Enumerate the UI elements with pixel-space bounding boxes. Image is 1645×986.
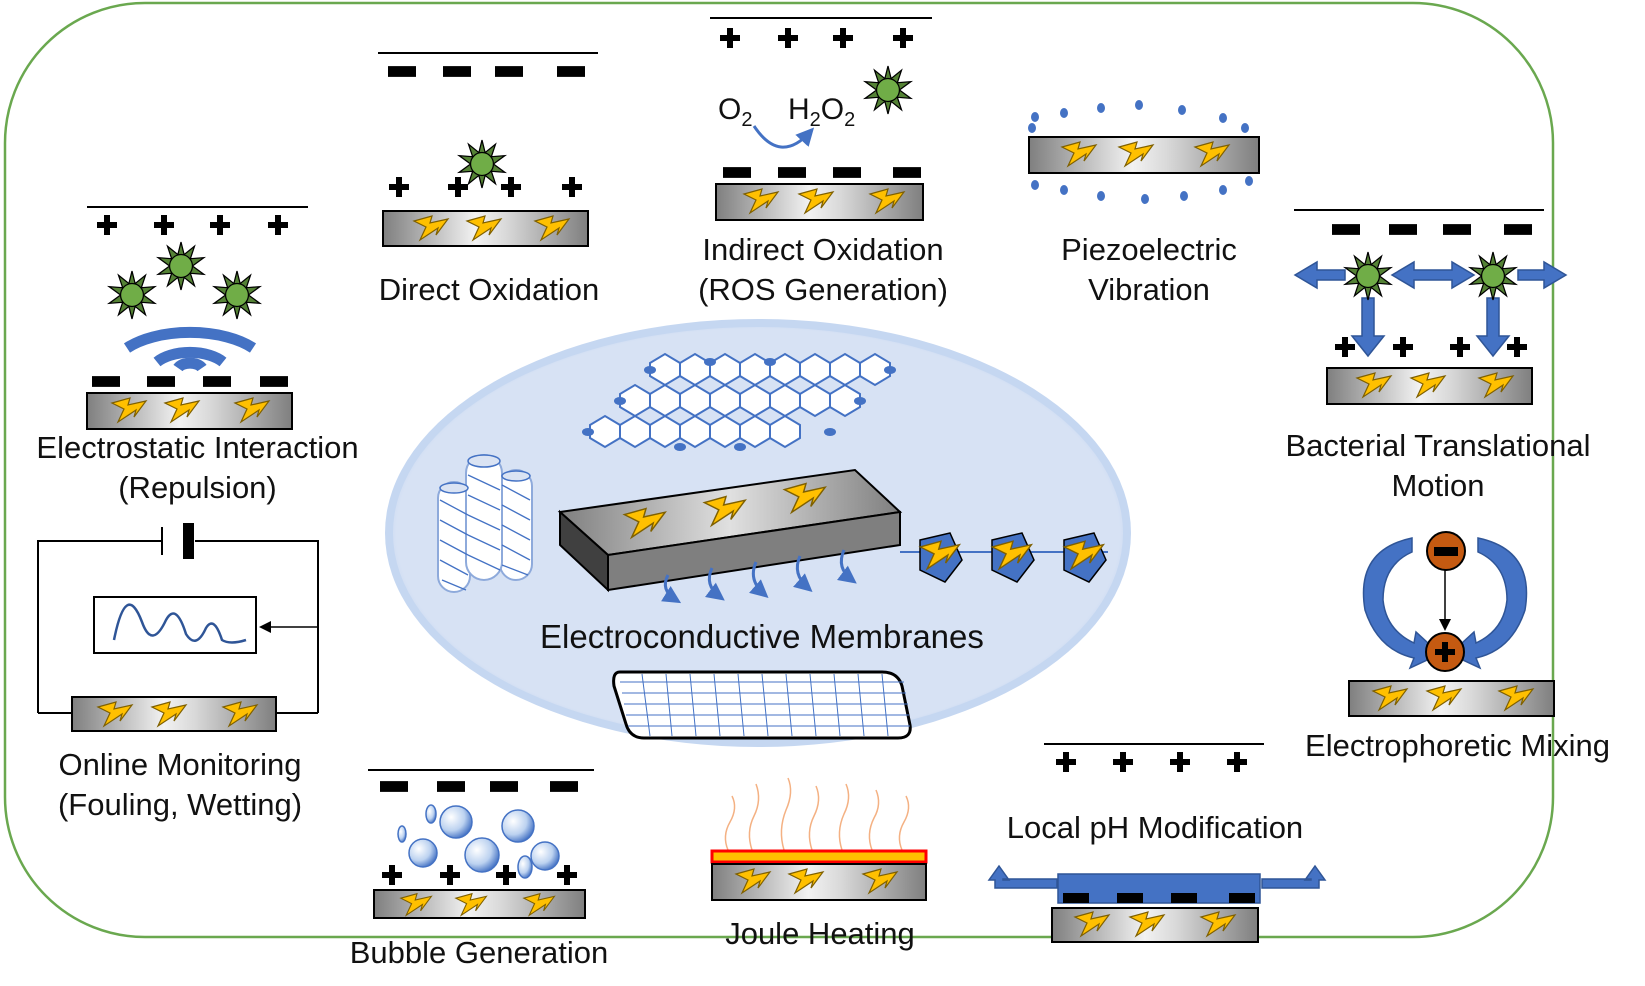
carbon-nanotubes-icon [437, 454, 533, 593]
panel-joule-heating [710, 777, 928, 901]
label-indirect-oxidation-line1: Indirect Oxidation [702, 232, 944, 267]
panel-bacterial-translational-motion [1293, 209, 1568, 405]
panel-direct-oxidation [378, 52, 598, 247]
conductive-particles-chain-icon [900, 532, 1108, 583]
label-piezoelectric-line1: Piezoelectric [1061, 232, 1237, 267]
signal-monitor-icon [93, 596, 257, 654]
label-bubble-generation: Bubble Generation [349, 935, 609, 970]
panel-bubble-generation [368, 769, 594, 919]
label-electrophoretic-mixing: Electrophoretic Mixing [1305, 728, 1610, 763]
label-indirect-oxidation-line2: (ROS Generation) [698, 272, 948, 307]
label-online-monitoring-line2: (Fouling, Wetting) [57, 787, 303, 822]
panel-indirect-oxidation [710, 17, 932, 221]
panel-local-ph-modification [987, 743, 1327, 943]
panel-electrostatic-interaction [86, 206, 308, 430]
chem-reactant: O2 [718, 93, 753, 131]
center-title: Electroconductive Membranes [540, 618, 984, 655]
panel-piezoelectric-vibration [1028, 100, 1260, 204]
chem-product: H2O2 [788, 93, 856, 131]
label-electrostatic-line1: Electrostatic Interaction [36, 430, 359, 465]
label-bacterial-motion-line2: Motion [1391, 468, 1485, 503]
label-electrostatic-line2: (Repulsion) [118, 470, 277, 505]
graphene-sheet-icon [582, 352, 896, 451]
label-bacterial-motion-line1: Bacterial Translational [1285, 428, 1591, 463]
panel-online-monitoring [37, 523, 319, 732]
label-direct-oxidation: Direct Oxidation [378, 272, 600, 307]
central-membrane-block-icon [557, 468, 903, 604]
label-joule-heating: Joule Heating [725, 916, 915, 951]
label-online-monitoring-line1: Online Monitoring [58, 747, 302, 782]
label-piezoelectric-line2: Vibration [1088, 272, 1210, 307]
conductive-mesh-icon [612, 670, 912, 740]
panel-electrophoretic-mixing [1348, 531, 1555, 717]
label-local-ph-modification: Local pH Modification [1006, 810, 1304, 845]
